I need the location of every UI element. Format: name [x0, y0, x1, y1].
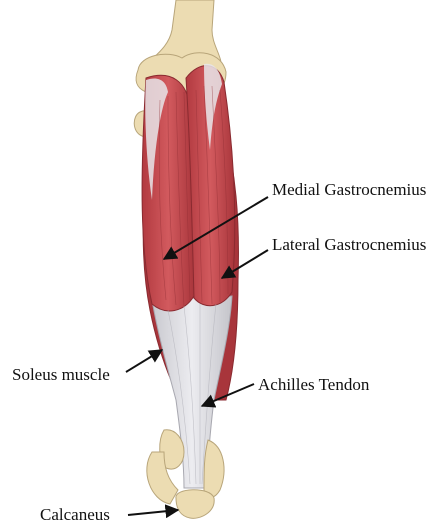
arrow-soleus-muscle	[126, 350, 162, 372]
label-achilles-tendon: Achilles Tendon	[258, 376, 369, 393]
label-calcaneus: Calcaneus	[40, 506, 110, 523]
label-lateral-gastrocnemius: Lateral Gastrocnemius	[272, 236, 426, 253]
ankle-bones-right	[204, 440, 224, 498]
label-soleus-muscle: Soleus muscle	[12, 366, 110, 383]
label-medial-gastrocnemius: Medial Gastrocnemius	[272, 181, 426, 198]
arrow-calcaneus	[128, 510, 178, 515]
calcaneus-bone	[176, 490, 214, 519]
